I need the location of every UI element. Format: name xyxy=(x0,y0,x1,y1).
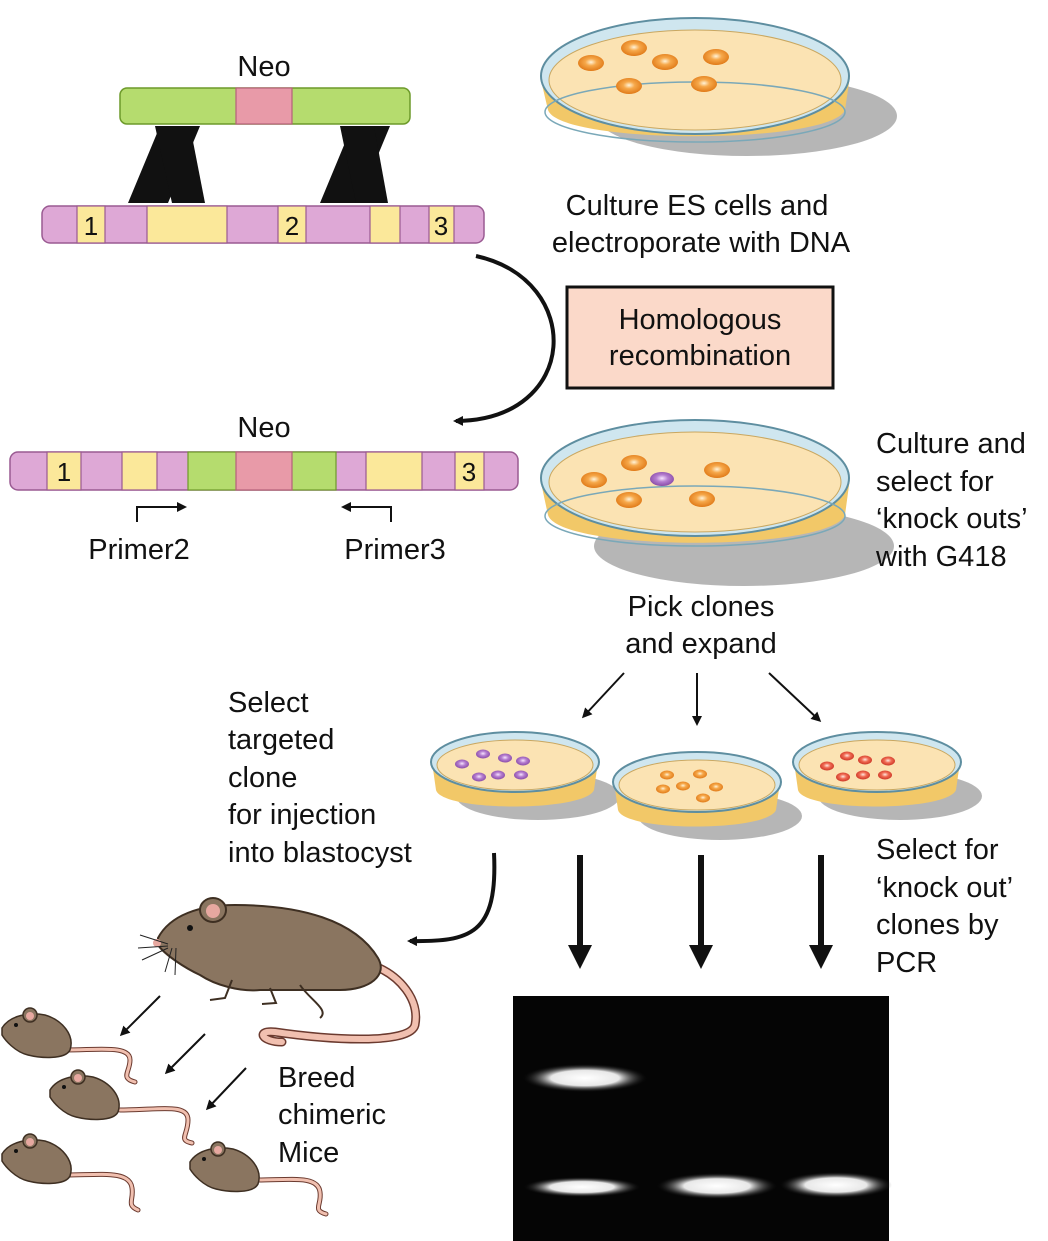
breed-arrow-3 xyxy=(205,1067,247,1111)
breed-arrow-2 xyxy=(164,1033,206,1075)
petri-dish-selection xyxy=(540,419,894,586)
crossover-left xyxy=(128,126,205,203)
recombination-arrow xyxy=(453,254,556,426)
small-mouse-2 xyxy=(49,1069,195,1146)
pick-line1: Pick clones xyxy=(628,591,775,623)
small-mouse-1 xyxy=(1,1007,138,1085)
pcr-gel xyxy=(513,996,892,1241)
culture-line1: Culture ES cells and xyxy=(566,190,829,222)
targeted-line1: Select xyxy=(228,687,309,719)
select-culture-line3: ‘knock outs’ xyxy=(876,503,1028,535)
exon-1-label: 1 xyxy=(84,211,98,241)
homologous-line1: Homologous xyxy=(619,304,782,336)
exon-2-label: 2 xyxy=(285,211,299,241)
gel-band-lane1-upper xyxy=(523,1064,647,1092)
small-dish-right xyxy=(792,731,982,820)
breed-line2: chimeric xyxy=(278,1099,386,1131)
recombined-locus xyxy=(9,451,519,491)
homologous-recombination-box xyxy=(565,285,835,390)
targeted-line5: into blastocyst xyxy=(228,837,412,869)
exon-1b-label: 1 xyxy=(57,457,71,487)
breed-line3: Mice xyxy=(278,1137,339,1169)
genomic-locus xyxy=(41,205,485,244)
dish-1-colonies xyxy=(578,40,729,94)
gel-band-lane3 xyxy=(780,1172,892,1198)
pick-line2: and expand xyxy=(625,628,777,660)
targeted-line3: clone xyxy=(228,762,297,794)
crossover-right xyxy=(320,126,390,203)
injection-arrow xyxy=(407,852,497,947)
pick-arrow-left xyxy=(581,672,625,719)
homologous-line2: recombination xyxy=(609,340,791,372)
pick-arrow-right xyxy=(768,672,822,723)
primer2-arrow xyxy=(136,502,187,522)
targeting-construct xyxy=(119,87,411,125)
small-mouse-3 xyxy=(1,1133,141,1213)
select-culture-line2: select for xyxy=(876,466,994,498)
pcr-line4: PCR xyxy=(876,947,937,979)
small-mouse-4 xyxy=(189,1141,329,1217)
primer3-label: Primer3 xyxy=(344,534,446,566)
select-culture-line1: Culture and xyxy=(876,428,1026,460)
primer2-label: Primer2 xyxy=(88,534,190,566)
culture-line2: electroporate with DNA xyxy=(552,227,851,259)
breed-arrow-1 xyxy=(119,995,161,1037)
neo-label-top: Neo xyxy=(237,51,290,83)
gel-band-lane2 xyxy=(657,1173,777,1199)
pcr-line2: ‘knock out’ xyxy=(876,872,1013,904)
neo-label-bottom: Neo xyxy=(237,412,290,444)
petri-dish-es-cells xyxy=(540,17,897,156)
select-culture-line4: with G418 xyxy=(875,541,1007,573)
exon-3b-label: 3 xyxy=(462,457,476,487)
exon-3-label: 3 xyxy=(434,211,448,241)
targeted-line2: targeted xyxy=(228,724,334,756)
pcr-line3: clones by xyxy=(876,909,999,941)
small-dish-middle xyxy=(612,751,802,840)
pcr-line1: Select for xyxy=(876,834,999,866)
breed-line1: Breed xyxy=(278,1062,355,1094)
targeted-line4: for injection xyxy=(228,799,376,831)
chimeric-mouse xyxy=(137,897,421,1047)
small-dish-left xyxy=(430,731,620,820)
dish-2-colonies xyxy=(581,455,730,508)
primer3-arrow xyxy=(341,502,392,522)
gel-band-lane1-lower xyxy=(524,1177,640,1197)
